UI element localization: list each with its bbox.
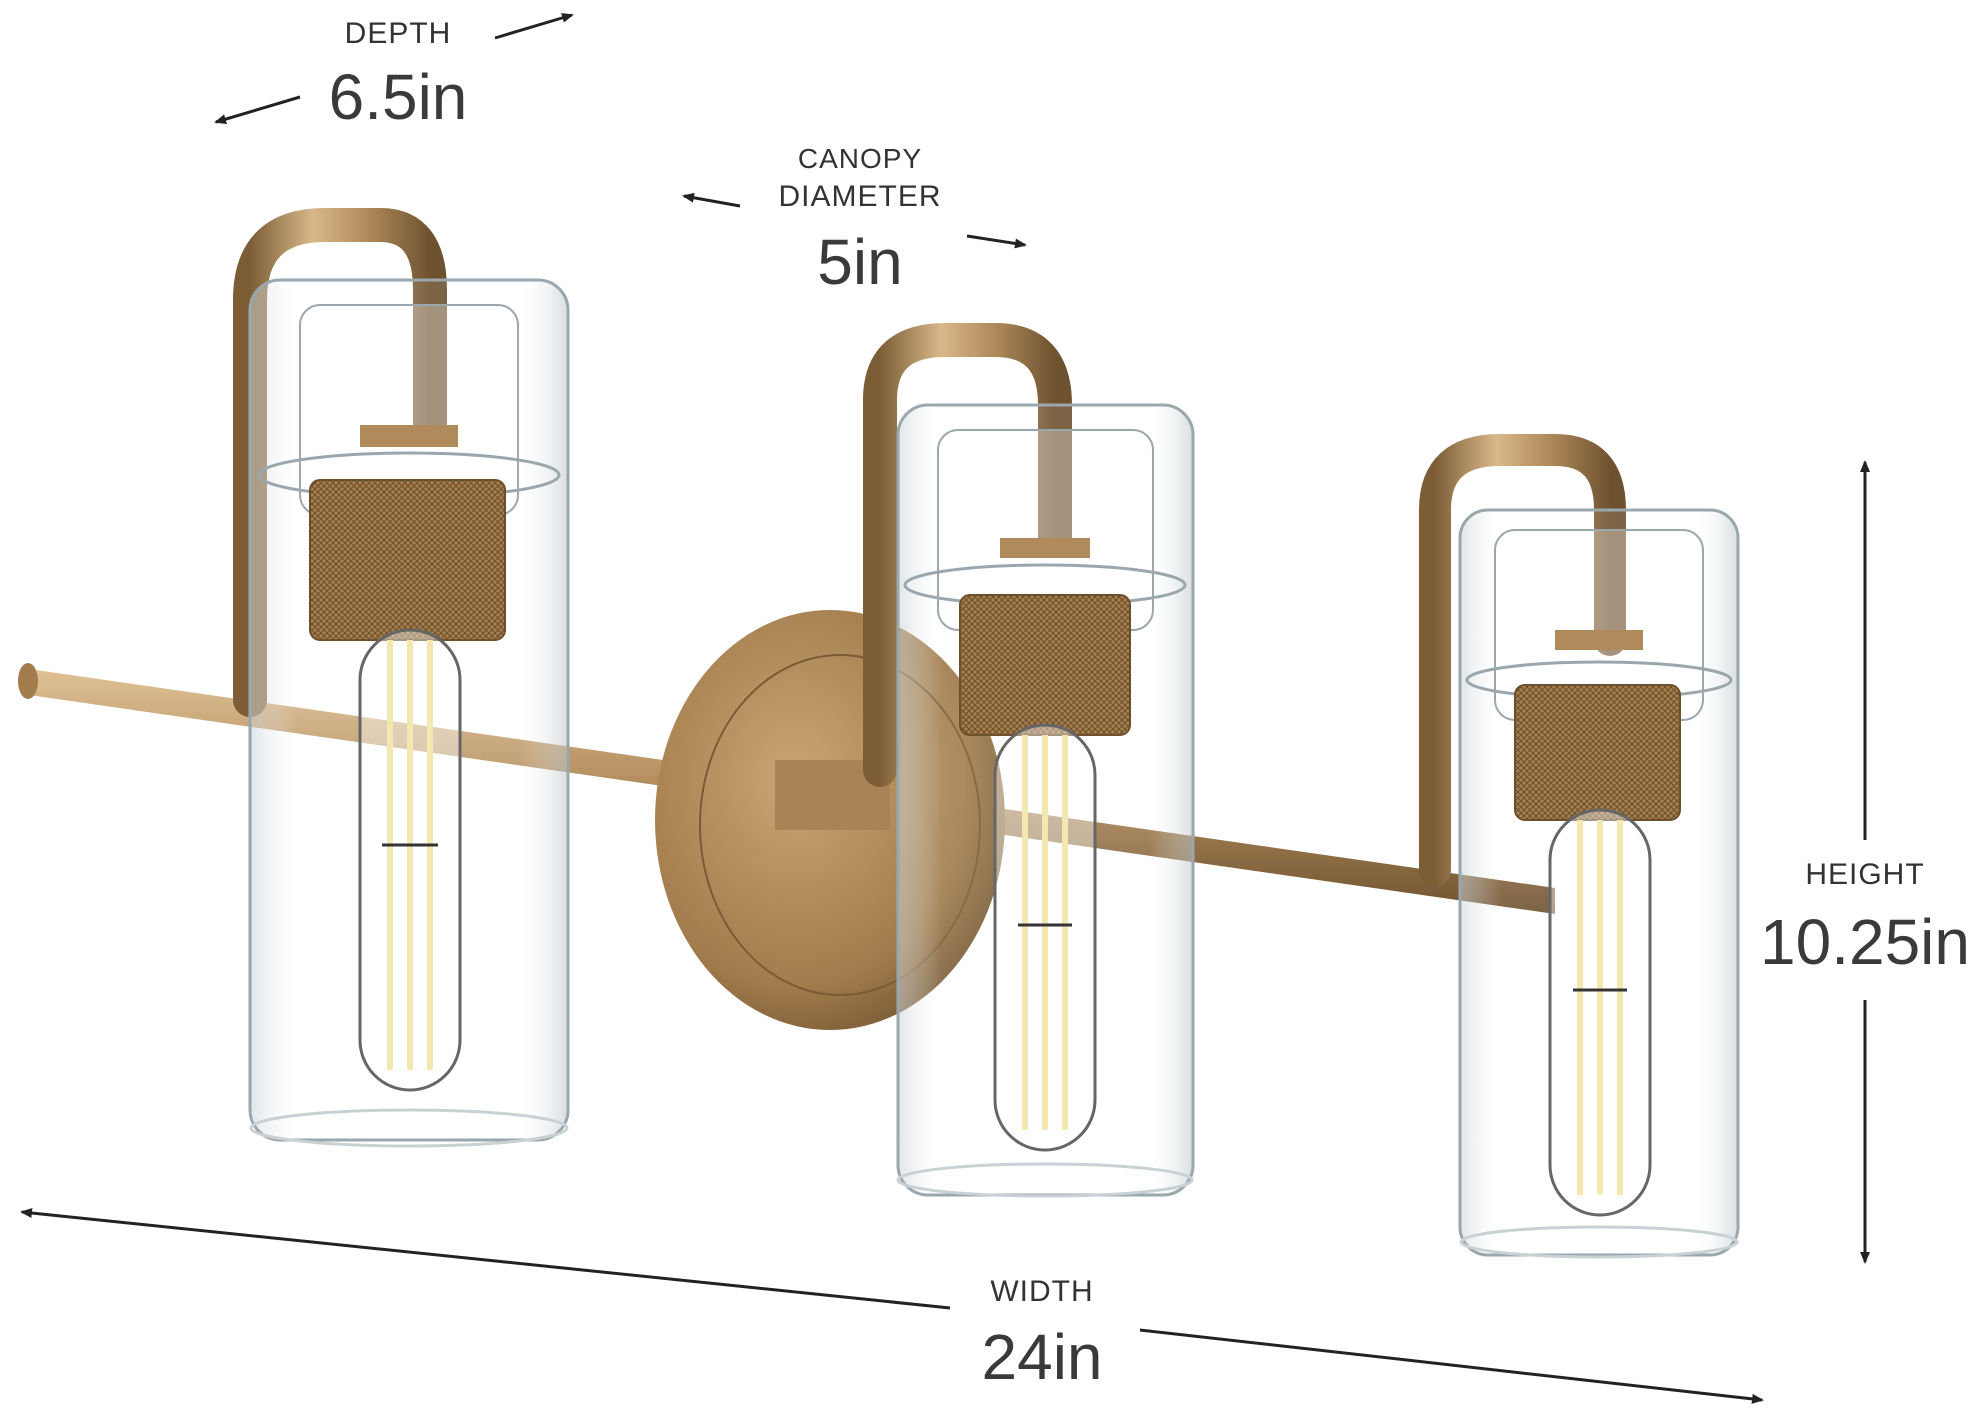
depth-label: DEPTH (344, 17, 452, 50)
shade-right (1419, 434, 1740, 1259)
canopy-value: 5in (817, 226, 903, 298)
arrow-icon (682, 192, 741, 208)
canopy-arrows (682, 192, 1027, 249)
arrow-icon (20, 1208, 951, 1310)
canopy-label-line2: DIAMETER (778, 180, 942, 213)
depth-arrows (214, 13, 574, 124)
width-arrows (20, 1208, 1764, 1404)
arrow-icon (1139, 1328, 1764, 1404)
arrow-icon (494, 13, 574, 40)
canopy-label-line1: CANOPY (797, 143, 923, 174)
width-label: WIDTH (990, 1275, 1094, 1308)
shade-middle (863, 323, 1195, 1198)
width-value: 24in (981, 1321, 1103, 1393)
depth-value: 6.5in (328, 61, 468, 133)
arrow-icon (966, 234, 1027, 249)
height-value: 10.25in (1760, 906, 1970, 978)
arrow-icon (214, 95, 301, 124)
height-label: HEIGHT (1805, 858, 1925, 891)
shade-left (233, 208, 570, 1148)
